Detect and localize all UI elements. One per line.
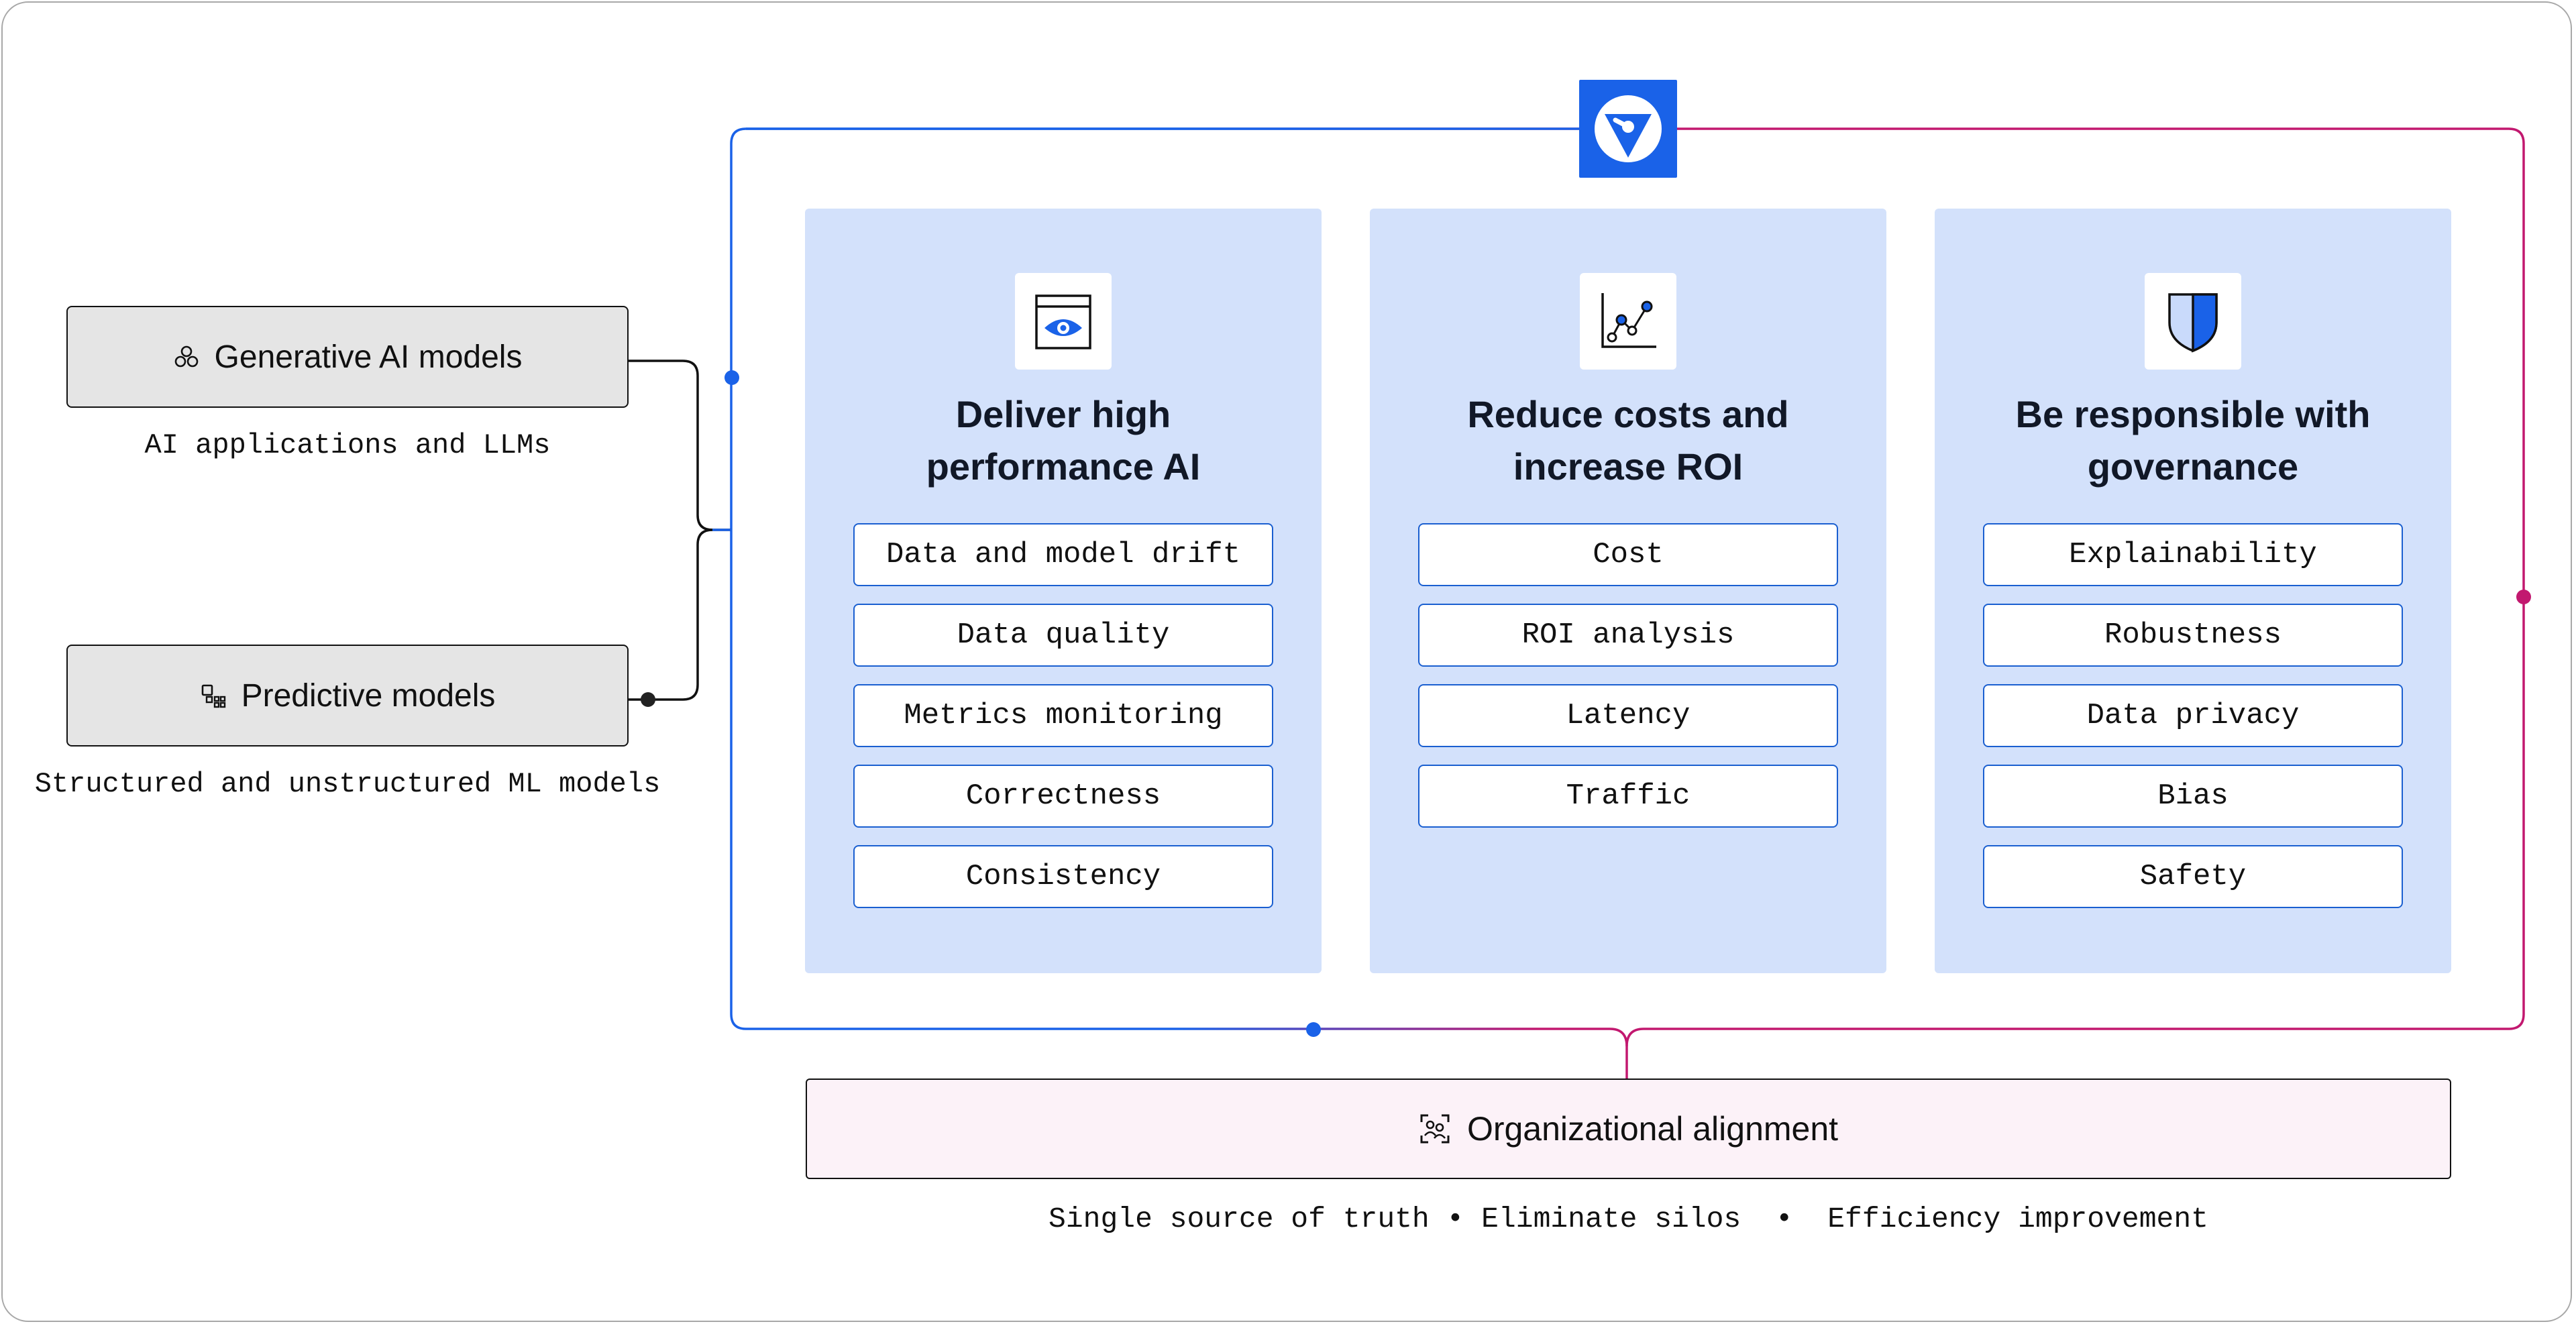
pillar-title-line1: Reduce costs and [1467,393,1789,435]
platform-frame-right [1625,127,2525,1047]
pillar-governance: Be responsible with governance Explainab… [1935,209,2451,973]
capability-item: Safety [1983,845,2403,908]
line-chart-icon [1601,293,1656,348]
pillar-title-line2: increase ROI [1513,445,1743,488]
shapes-icon [201,684,225,708]
people-frame-icon [1420,1114,1450,1144]
capability-item: Data privacy [1983,684,2403,747]
pillar-performance: Deliver high performance AI Data and mod… [805,209,1322,973]
platform-frame-top [730,127,1628,1079]
pillar-title: Be responsible with governance [1935,388,2451,493]
generative-models-caption: AI applications and LLMs [144,429,551,461]
pillar-costs: Reduce costs and increase ROI Cost ROI a… [1370,209,1886,973]
pillar-items: Explainability Robustness Data privacy B… [1983,523,2403,926]
pillar-icon-box [1015,273,1112,370]
pillar-icon-box [2145,273,2241,370]
pillar-title-line1: Deliver high [955,393,1171,435]
connector-dot-predictive [641,692,655,707]
capability-item: Data and model drift [853,523,1273,586]
predictive-models-caption: Structured and unstructured ML models [34,768,661,800]
pillar-title-line1: Be responsible with [2015,393,2371,435]
capability-item: Robustness [1983,604,2403,667]
predictive-connector [629,529,713,701]
platform-logo [1579,80,1677,178]
capability-item: ROI analysis [1418,604,1838,667]
predictive-models-label: Predictive models [241,677,496,714]
capability-item: Cost [1418,523,1838,586]
alignment-benefits: Single source of truth • Eliminate silos… [1049,1203,2208,1235]
organizational-alignment-box: Organizational alignment [806,1079,2451,1179]
shield-icon [2168,293,2218,353]
capability-item: Data quality [853,604,1273,667]
capability-item: Bias [1983,765,2403,828]
platform-logo-icon [1595,95,1662,162]
capability-item: Consistency [853,845,1273,908]
pillar-title: Reduce costs and increase ROI [1370,388,1886,493]
connector-dot-bottom [1306,1022,1321,1037]
connector-dot-left [724,370,739,385]
pillar-title-line2: performance AI [926,445,1201,488]
pillar-items: Data and model drift Data quality Metric… [853,523,1273,926]
eye-window-icon [1035,294,1091,349]
capability-item: Metrics monitoring [853,684,1273,747]
pillar-icon-box [1580,273,1676,370]
generative-models-label: Generative AI models [214,339,523,375]
generative-connector [629,360,731,531]
connector-dot-right [2516,590,2531,604]
generative-models-box: Generative AI models [66,306,629,408]
pillar-items: Cost ROI analysis Latency Traffic [1418,523,1838,845]
capability-item: Latency [1418,684,1838,747]
cluster-icon [174,345,198,368]
predictive-models-box: Predictive models [66,645,629,747]
pillar-title: Deliver high performance AI [805,388,1322,493]
organizational-alignment-label: Organizational alignment [1466,1110,1839,1148]
capability-item: Correctness [853,765,1273,828]
capability-item: Explainability [1983,523,2403,586]
capability-item: Traffic [1418,765,1838,828]
pillar-title-line2: governance [2087,445,2299,488]
